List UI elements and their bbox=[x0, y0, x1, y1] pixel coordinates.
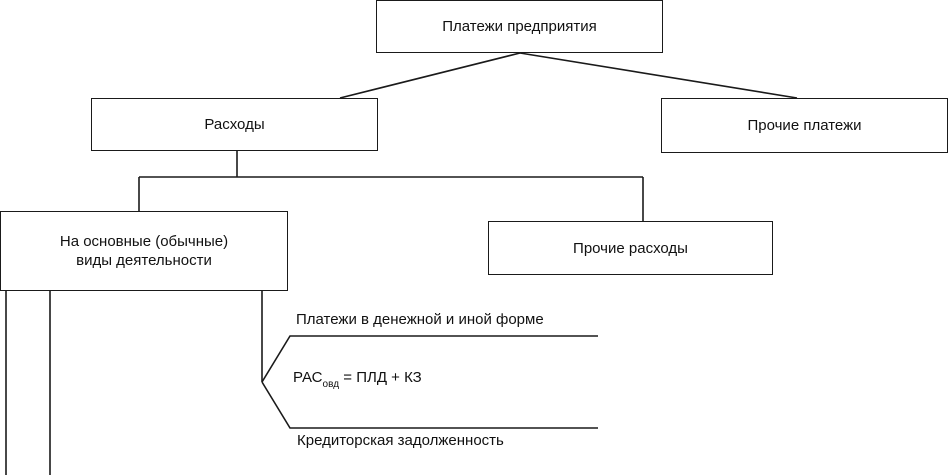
annotation-creditor-debt: Кредиторская задолженность bbox=[297, 432, 504, 449]
node-main-activities: На основные (обычные) виды деятельности bbox=[0, 211, 288, 291]
bracket-upper bbox=[261, 335, 598, 383]
node-main-activities-line2: виды деятельности bbox=[76, 252, 212, 269]
connector-root-expenses bbox=[339, 52, 521, 99]
formula-expenses: РАСовд = ПЛД + КЗ bbox=[293, 368, 422, 390]
formula-rhs: = ПЛД + КЗ bbox=[339, 369, 422, 386]
node-other-payments-label: Прочие платежи bbox=[747, 117, 862, 134]
node-main-activities-line1: На основные (обычные) bbox=[59, 233, 229, 250]
node-other-expenses: Прочие расходы bbox=[488, 221, 773, 275]
node-other-payments: Прочие платежи bbox=[661, 98, 948, 153]
node-expenses-label: Расходы bbox=[204, 116, 265, 133]
node-enterprise-payments-label: Платежи предприятия bbox=[442, 18, 597, 35]
connector-root-other-payments bbox=[519, 52, 798, 99]
bracket-lower bbox=[261, 381, 598, 429]
formula-lhs-subscript: овд bbox=[322, 379, 340, 390]
node-other-expenses-label: Прочие расходы bbox=[573, 239, 688, 257]
formula-lhs: РАС bbox=[293, 369, 323, 386]
annotation-payments-form: Платежи в денежной и иной форме bbox=[296, 311, 544, 328]
node-enterprise-payments: Платежи предприятия bbox=[376, 0, 663, 53]
node-expenses: Расходы bbox=[91, 98, 378, 151]
